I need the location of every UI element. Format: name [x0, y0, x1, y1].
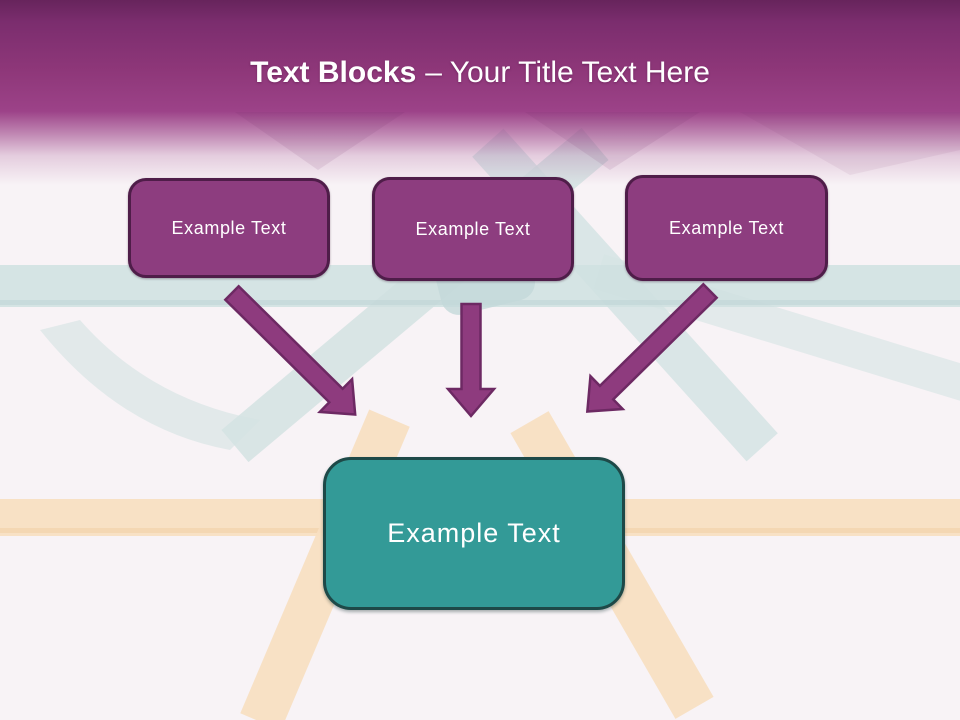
source-text-block-2[interactable]: Example Text	[372, 177, 574, 281]
arrow-down-left-icon[interactable]	[571, 275, 726, 428]
source-text-block-3-label: Example Text	[669, 217, 784, 238]
target-text-block[interactable]: Example Text	[323, 457, 625, 610]
page-title-bold: Text Blocks	[250, 56, 417, 89]
source-text-block-1-label: Example Text	[171, 217, 287, 238]
source-text-block-3[interactable]: Example Text	[625, 175, 828, 281]
source-text-block-1[interactable]: Example Text	[128, 178, 330, 278]
header-ribbon-shadows	[235, 112, 960, 175]
source-text-block-2-label: Example Text	[415, 218, 531, 239]
target-text-block-label: Example Text	[387, 518, 561, 548]
arrow-down-icon[interactable]	[445, 302, 497, 418]
page-title-regular: – Your Title Text Here	[425, 56, 710, 89]
page-title[interactable]: Text Blocks– Your Title Text Here	[0, 54, 960, 92]
header-band: Text Blocks– Your Title Text Here	[0, 0, 960, 185]
arrow-down-right-icon[interactable]	[216, 277, 371, 431]
